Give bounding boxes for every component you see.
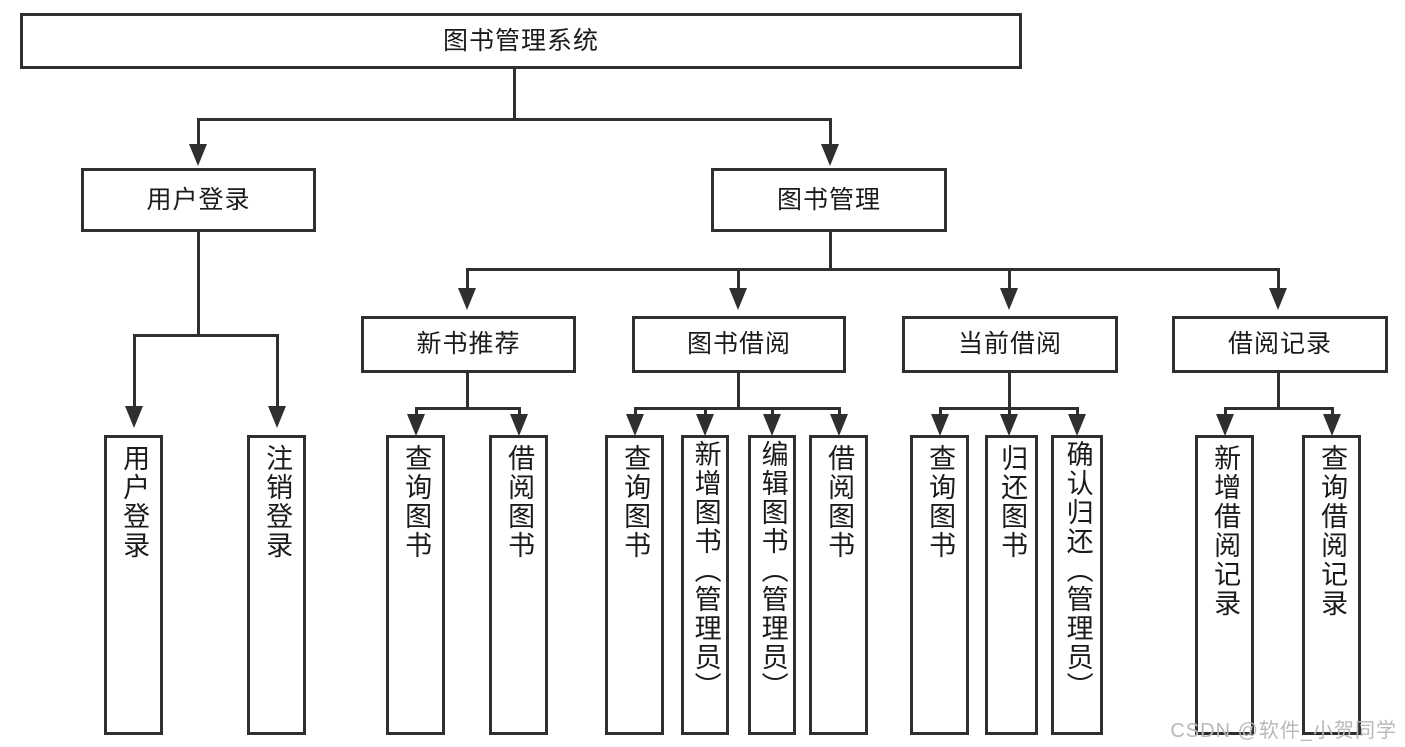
arrowhead-leaf-add-record <box>1216 414 1234 436</box>
connector-drop-leaf-edit-book <box>771 407 774 417</box>
connector-new-book-bus <box>415 407 521 410</box>
connector-user-login-bus <box>133 334 279 337</box>
connector-current-borrow-stem <box>1008 373 1011 409</box>
arrowhead-new-book <box>458 288 476 310</box>
connector-drop-book-borrow <box>737 268 740 290</box>
leaf-borrow-book-borrow[interactable]: 借阅图书 <box>809 435 868 735</box>
watermark-csdn: CSDN @软件_小贺同学 <box>1170 720 1397 742</box>
node-book-manage[interactable]: 图书管理 <box>711 168 947 232</box>
arrowhead-leaf-logout <box>268 406 286 428</box>
node-current-borrow[interactable]: 当前借阅 <box>902 316 1118 373</box>
arrowhead-leaf-query-book-3 <box>931 414 949 436</box>
node-borrow-records[interactable]: 借阅记录 <box>1172 316 1388 373</box>
connector-borrow-records-bus <box>1224 407 1334 410</box>
leaf-query-book-borrow[interactable]: 查询图书 <box>605 435 664 735</box>
connector-drop-leaf-query-record <box>1331 407 1334 417</box>
arrowhead-leaf-borrow-book-2 <box>830 414 848 436</box>
arrowhead-current-borrow <box>1000 288 1018 310</box>
connector-drop-leaf-query-book-1 <box>415 407 418 417</box>
connector-drop-leaf-add-record <box>1224 407 1227 417</box>
leaf-add-borrow-record[interactable]: 新增借阅记录 <box>1195 435 1254 735</box>
connector-user-login-stem <box>197 232 200 336</box>
arrowhead-leaf-query-book-2 <box>626 414 644 436</box>
node-book-borrow[interactable]: 图书借阅 <box>632 316 846 373</box>
connector-drop-user-login <box>197 118 200 148</box>
connector-drop-leaf-borrow-book-2 <box>838 407 841 417</box>
connector-drop-leaf-logout <box>276 334 279 409</box>
connector-borrow-records-stem <box>1277 373 1280 409</box>
connector-level2-bus <box>197 118 832 121</box>
connector-drop-leaf-query-book-2 <box>634 407 637 417</box>
connector-book-borrow-stem <box>737 373 740 409</box>
leaf-query-book-recommend[interactable]: 查询图书 <box>386 435 445 735</box>
arrowhead-borrow-records <box>1269 288 1287 310</box>
connector-drop-leaf-confirm-return <box>1076 407 1079 417</box>
connector-root-stem <box>513 69 516 120</box>
arrowhead-leaf-query-book-1 <box>407 414 425 436</box>
leaf-user-login[interactable]: 用户登录 <box>104 435 163 735</box>
arrowhead-leaf-borrow-book-1 <box>510 414 528 436</box>
leaf-borrow-book-recommend[interactable]: 借阅图书 <box>489 435 548 735</box>
leaf-return-book[interactable]: 归还图书 <box>985 435 1038 735</box>
connector-book-borrow-bus <box>634 407 841 410</box>
connector-drop-leaf-return-book <box>1008 407 1011 417</box>
arrowhead-leaf-confirm-return <box>1068 414 1086 436</box>
arrowhead-leaf-user-login <box>125 406 143 428</box>
leaf-query-book-current[interactable]: 查询图书 <box>910 435 969 735</box>
arrowhead-user-login <box>189 144 207 166</box>
node-new-book-recommend[interactable]: 新书推荐 <box>361 316 576 373</box>
leaf-add-book-admin[interactable]: 新增图书（管理员） <box>681 435 729 735</box>
arrowhead-leaf-query-record <box>1323 414 1341 436</box>
leaf-query-borrow-record[interactable]: 查询借阅记录 <box>1302 435 1361 735</box>
connector-drop-new-book <box>466 268 469 290</box>
connector-drop-current-borrow <box>1008 268 1011 290</box>
arrowhead-leaf-add-book <box>696 414 714 436</box>
connector-book-manage-stem <box>829 232 832 270</box>
connector-drop-book-manage <box>829 118 832 148</box>
arrowhead-leaf-return-book <box>1000 414 1018 436</box>
node-root-system[interactable]: 图书管理系统 <box>20 13 1022 69</box>
arrowhead-book-borrow <box>729 288 747 310</box>
leaf-edit-book-admin[interactable]: 编辑图书（管理员） <box>748 435 796 735</box>
arrowhead-book-manage <box>821 144 839 166</box>
leaf-confirm-return-admin[interactable]: 确认归还（管理员） <box>1051 435 1103 735</box>
node-user-login[interactable]: 用户登录 <box>81 168 316 232</box>
connector-drop-leaf-query-book-3 <box>939 407 942 417</box>
arrowhead-leaf-edit-book <box>763 414 781 436</box>
connector-new-book-stem <box>466 373 469 409</box>
connector-level3-bus <box>466 268 1280 271</box>
connector-drop-leaf-add-book <box>704 407 707 417</box>
connector-drop-borrow-records <box>1277 268 1280 290</box>
connector-drop-leaf-borrow-book-1 <box>518 407 521 417</box>
connector-drop-leaf-user-login <box>133 334 136 409</box>
leaf-logout[interactable]: 注销登录 <box>247 435 306 735</box>
